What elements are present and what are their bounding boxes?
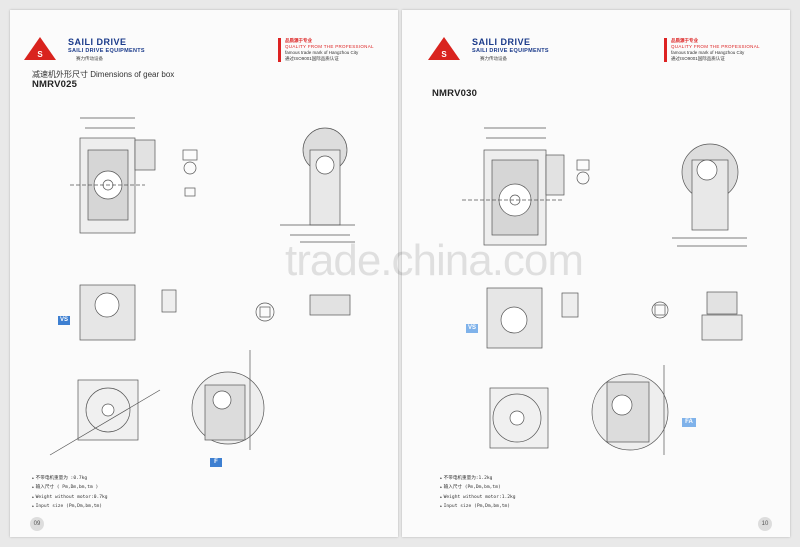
slogan-line4: 通过ISO9001国际品质认证 <box>671 56 725 61</box>
note-line: Weight without motor:0.7kg <box>32 493 108 502</box>
page-number: 10 <box>758 517 772 531</box>
note-line: Input size (Pm,Dm,bm,tm) <box>440 502 516 511</box>
page-subtitle: 减速机外形尺寸 Dimensions of gear box <box>32 70 175 79</box>
slogan: 品质源于专业 QUALITY FROM THE PROFESSIONAL fam… <box>664 38 783 62</box>
slogan-line2: QUALITY FROM THE PROFESSIONAL <box>285 44 374 49</box>
brand-name: SAILI DRIVE <box>472 37 531 47</box>
notes: 不带电机重量为 :0.7kg 输入尺寸 ( Pm,Dm,bm,tm ) Weig… <box>32 474 108 512</box>
slogan-line2: QUALITY FROM THE PROFESSIONAL <box>671 44 760 49</box>
svg-text:S: S <box>441 50 447 59</box>
slogan: 品质源于专业 QUALITY FROM THE PROFESSIONAL fam… <box>278 38 397 62</box>
tag-vs: VS <box>58 316 70 325</box>
slogan-line1: 品质源于专业 <box>285 38 312 43</box>
tag-fa: FA <box>682 418 696 427</box>
left-page: S SAILI DRIVE SAILI DRIVE EQUIPMENTS 赛力传… <box>10 10 398 537</box>
gearbox-drawings <box>49 117 355 456</box>
note-line: 输入尺寸 (Pm,Dm,bm,tm) <box>440 483 516 492</box>
right-page: S SAILI DRIVE SAILI DRIVE EQUIPMENTS 赛力传… <box>402 10 790 537</box>
brand-sub: SAILI DRIVE EQUIPMENTS <box>68 48 145 54</box>
slogan-line1: 品质源于专业 <box>671 38 698 43</box>
note-line: 不带电机重量为:1.2kg <box>440 474 516 483</box>
note-line: 输入尺寸 ( Pm,Dm,bm,tm ) <box>32 483 108 492</box>
saili-logo-icon: S <box>428 37 460 60</box>
tag-f: F <box>210 458 222 467</box>
brand-sub: SAILI DRIVE EQUIPMENTS <box>472 48 549 54</box>
watermark: trade.china.com <box>285 236 584 285</box>
note-line: Input size (Pm,Dm,bm,tm) <box>32 502 108 511</box>
brand-name: SAILI DRIVE <box>68 37 127 47</box>
note-line: Weight without motor:1.2kg <box>440 493 516 502</box>
gearbox-drawings <box>462 127 747 455</box>
saili-logo-icon: S <box>24 37 56 60</box>
brand-cn: 赛力传动设备 <box>76 56 103 61</box>
model-title: NMRV030 <box>432 88 478 99</box>
slogan-line3: famous trade mark of Hangzhou City <box>671 50 745 55</box>
model-title: NMRV025 <box>32 79 78 90</box>
svg-text:S: S <box>37 50 43 59</box>
slogan-line3: famous trade mark of Hangzhou City <box>285 50 359 55</box>
slogan-line4: 通过ISO9001国际品质认证 <box>285 56 339 61</box>
notes: 不带电机重量为:1.2kg 输入尺寸 (Pm,Dm,bm,tm) Weight … <box>440 474 516 512</box>
tag-vs: VS <box>466 324 478 333</box>
brand-cn: 赛力传动设备 <box>480 56 507 61</box>
page-number: 09 <box>30 517 44 531</box>
note-line: 不带电机重量为 :0.7kg <box>32 474 108 483</box>
